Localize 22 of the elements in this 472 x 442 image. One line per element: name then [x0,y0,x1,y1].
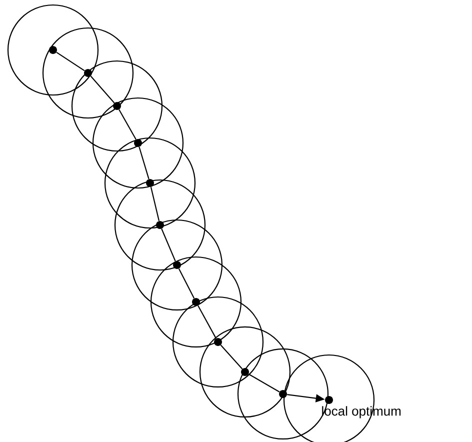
point-dot [146,179,154,187]
point-dot [214,338,222,346]
point-dot [49,46,57,54]
point-dot [113,102,121,110]
connector-line [90,76,115,104]
connector-line [56,52,85,72]
connector-line [248,374,280,392]
connector-line [161,228,176,262]
connector-line [138,146,150,180]
point-dot [279,390,287,398]
point-dot [156,221,164,229]
connector-line [150,186,160,222]
connector-line [220,344,243,370]
point-dot [325,396,333,404]
point-dot [84,69,92,77]
connector-line [198,305,216,339]
point-dot [134,139,142,147]
point-dot [241,368,249,376]
point-dot [173,261,181,269]
connector-line [178,268,195,298]
connector-line [118,109,136,140]
point-dot [192,298,200,306]
